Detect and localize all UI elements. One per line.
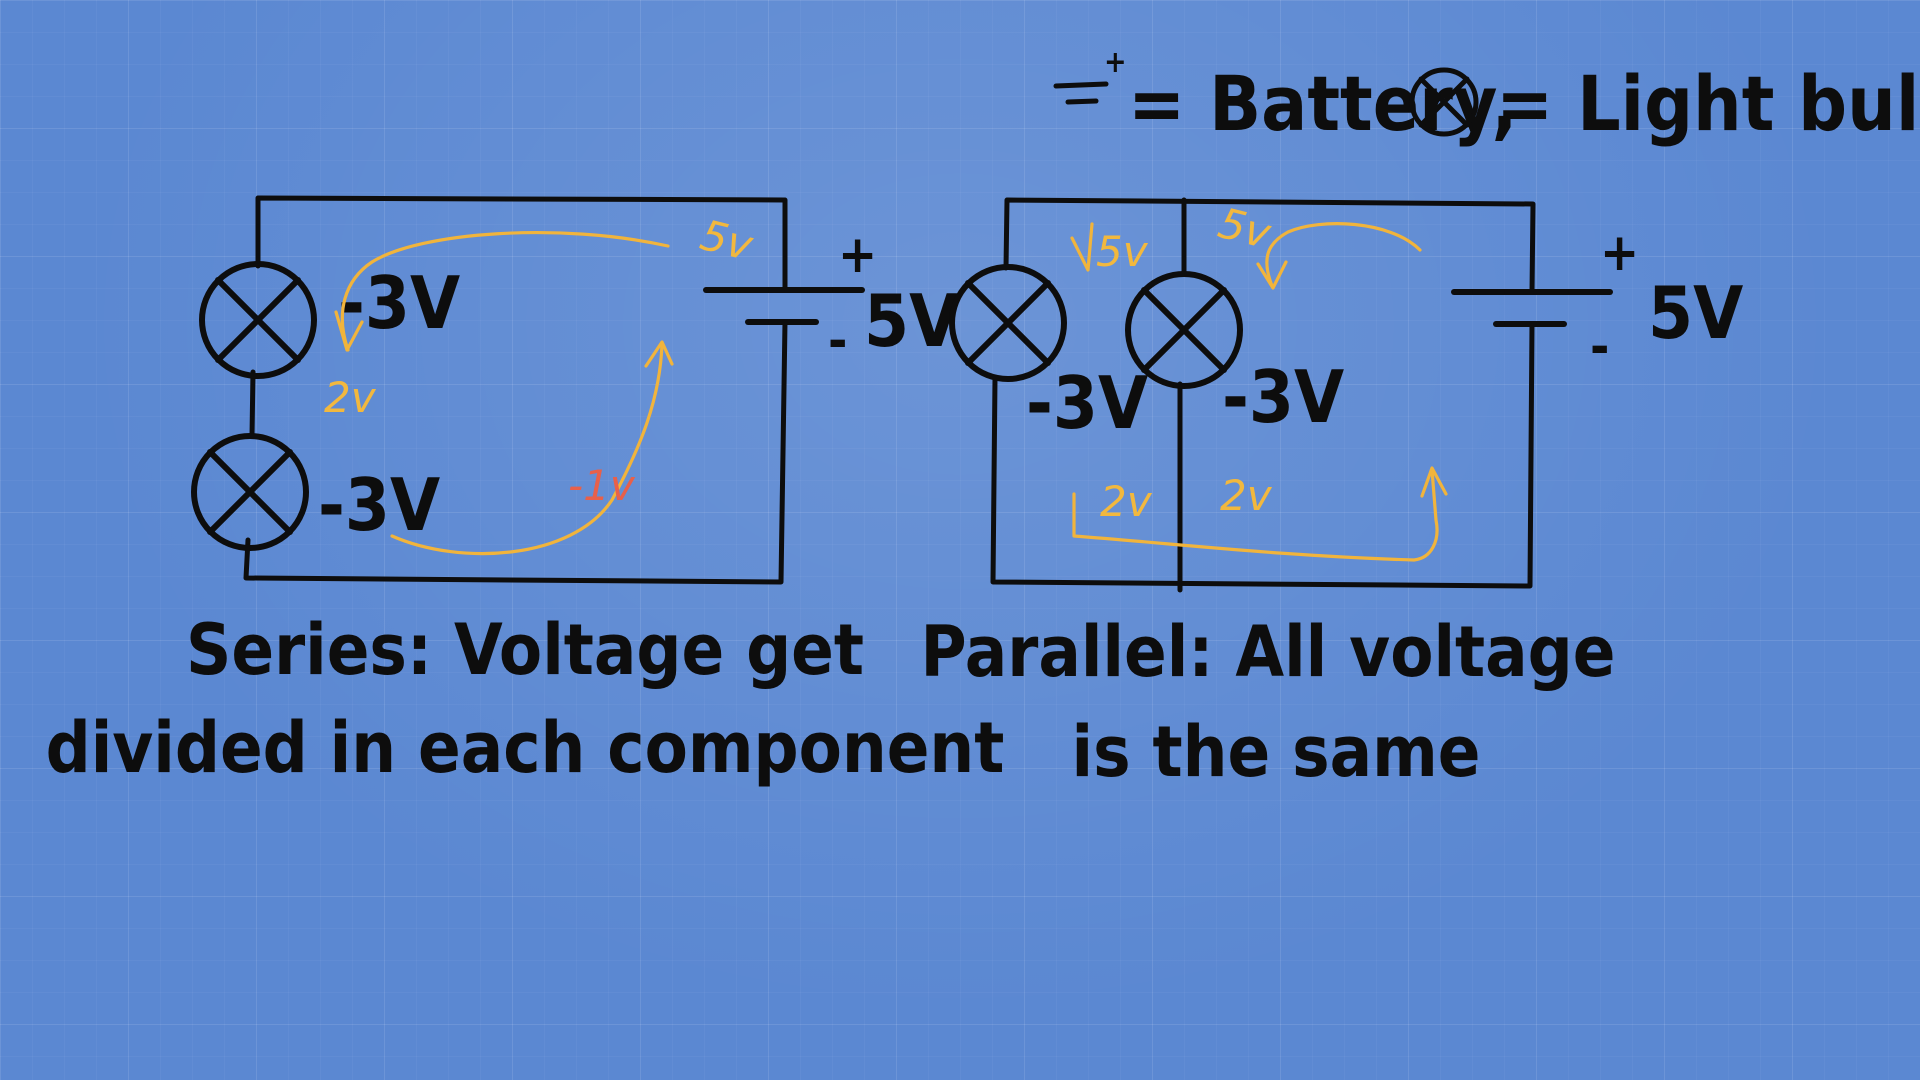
legend-battery-plus: + (1104, 45, 1127, 80)
series-bulb-top (199, 261, 317, 379)
series-current-arrows (334, 231, 674, 556)
parallel-bulb-left-voltage: -3V (1026, 361, 1148, 445)
legend-bulb-label: = Light bulb (1496, 59, 1920, 148)
legend: + = Battery, = Light bulb (1053, 45, 1920, 148)
parallel-note-right-top: 5v (1214, 198, 1277, 258)
series-note-middle: 2v (324, 373, 377, 422)
parallel-battery-voltage: 5V (1648, 271, 1743, 355)
parallel-circuit: -3V -3V + - 5V 5v 5v 2v 2v Parallel: All… (921, 197, 1743, 793)
parallel-caption-line1: Parallel: All voltage (921, 611, 1616, 693)
parallel-bulb-left (949, 264, 1067, 382)
series-caption-line1: Series: Voltage get (186, 609, 864, 691)
parallel-battery-minus: - (1590, 317, 1609, 377)
light-bulb-symbol-icon (1409, 67, 1479, 137)
series-caption-line2: divided in each component (46, 707, 1005, 789)
series-circuit: -3V -3V + - 5V 5v 2v -1v Series: Voltage… (46, 195, 1005, 789)
parallel-bulb-right (1125, 271, 1243, 389)
series-battery (703, 287, 865, 325)
parallel-note-left-bottom: 2v (1100, 477, 1153, 526)
series-battery-voltage: 5V (864, 279, 959, 363)
series-note-top: 5v (696, 210, 759, 270)
parallel-note-left-top: 5v (1096, 227, 1149, 276)
series-bulb-bottom (191, 433, 309, 551)
parallel-current-arrows (1070, 222, 1448, 562)
series-note-bottom: -1v (568, 461, 636, 510)
series-battery-plus: + (838, 225, 877, 285)
series-bulb-bottom-voltage: -3V (318, 463, 440, 547)
parallel-bulb-right-voltage: -3V (1222, 355, 1344, 439)
parallel-battery (1451, 289, 1613, 327)
parallel-caption-line2: is the same (1072, 711, 1481, 793)
series-wires (243, 195, 788, 585)
parallel-wires (990, 197, 1536, 593)
battery-symbol-icon (1053, 81, 1109, 105)
parallel-note-right-bottom: 2v (1220, 471, 1273, 520)
parallel-battery-plus: + (1600, 223, 1639, 283)
series-battery-minus: - (828, 311, 847, 371)
